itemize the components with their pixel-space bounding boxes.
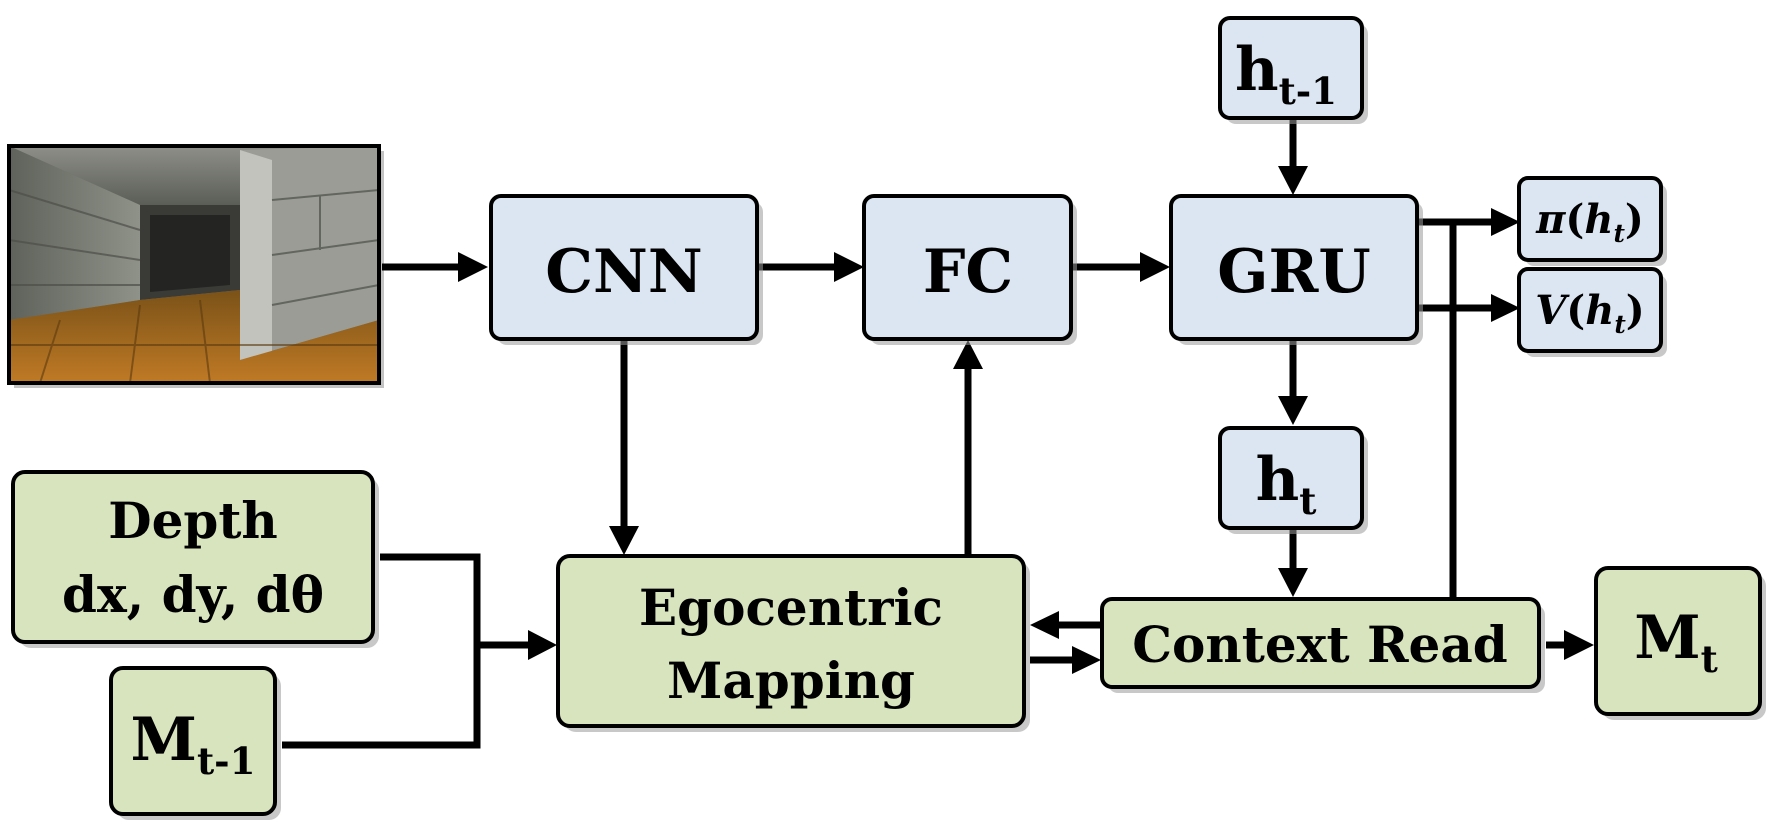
svg-text:Mt-1: Mt-1 xyxy=(131,705,256,783)
svg-text:Mt: Mt xyxy=(1634,603,1718,681)
egocentric-mapping-node: Egocentric Mapping xyxy=(556,554,1030,732)
maze-scene-image xyxy=(7,144,384,388)
fc-label: FC xyxy=(923,237,1013,307)
arrowhead-icon xyxy=(458,252,488,282)
arrowhead-icon xyxy=(834,252,864,282)
fc-node: FC xyxy=(862,194,1077,345)
context-read-label: Context Read xyxy=(1132,615,1507,674)
connectors xyxy=(282,118,1594,749)
policy-fn: π xyxy=(1535,196,1566,243)
arrowhead-icon xyxy=(1491,294,1520,322)
svg-text:π(ht): π(ht) xyxy=(1535,196,1644,248)
cnn-node: CNN xyxy=(489,194,763,345)
depth-node: Depth dx, dy, dθ xyxy=(11,470,379,648)
h-prev-node: ht-1 xyxy=(1218,16,1368,124)
m-t-node: Mt xyxy=(1594,566,1766,720)
h-t-sub: t xyxy=(1299,479,1316,523)
gru-node: GRU xyxy=(1169,194,1423,345)
arrowhead-icon xyxy=(1564,630,1594,660)
h-t-base: h xyxy=(1256,445,1300,515)
svg-text:ht-1: ht-1 xyxy=(1235,35,1337,113)
value-fn: V xyxy=(1535,287,1570,334)
arrowhead-icon xyxy=(1491,208,1520,236)
h-prev-sub: t-1 xyxy=(1279,69,1338,113)
h-prev-base: h xyxy=(1235,35,1279,105)
policy-arg: h xyxy=(1584,196,1613,243)
context-read-node: Context Read xyxy=(1100,597,1545,693)
depth-line1: Depth xyxy=(108,491,278,550)
policy-sub: t xyxy=(1613,219,1625,248)
m-t-base: M xyxy=(1634,603,1700,673)
m-prev-node: Mt-1 xyxy=(109,666,281,820)
arrowhead-icon xyxy=(1278,568,1308,597)
arrowhead-icon xyxy=(1140,252,1170,282)
ego-line1: Egocentric xyxy=(639,578,943,637)
m-prev-sub: t-1 xyxy=(197,739,256,783)
arrowhead-icon xyxy=(609,526,639,555)
line-depth-to-merge xyxy=(282,553,481,749)
svg-text:V(ht): V(ht) xyxy=(1535,287,1644,339)
value-arg: h xyxy=(1585,287,1614,334)
m-t-sub: t xyxy=(1701,637,1718,681)
svg-text:ht: ht xyxy=(1256,445,1317,523)
arrowhead-icon xyxy=(1072,646,1101,674)
depth-line2: dx, dy, dθ xyxy=(62,565,324,624)
arrowhead-icon xyxy=(528,630,557,660)
arrowhead-icon xyxy=(1278,396,1308,425)
arrowhead-icon xyxy=(1278,166,1308,195)
policy-node: π(ht) xyxy=(1517,176,1667,266)
cnn-label: CNN xyxy=(545,237,702,307)
h-t-node: ht xyxy=(1218,426,1368,534)
value-node: V(ht) xyxy=(1517,267,1667,357)
arrowhead-icon xyxy=(953,340,983,369)
m-prev-base: M xyxy=(131,705,197,775)
value-sub: t xyxy=(1614,310,1626,339)
gru-label: GRU xyxy=(1217,237,1370,307)
arrowhead-icon xyxy=(1030,611,1059,639)
ego-line2: Mapping xyxy=(667,651,915,710)
